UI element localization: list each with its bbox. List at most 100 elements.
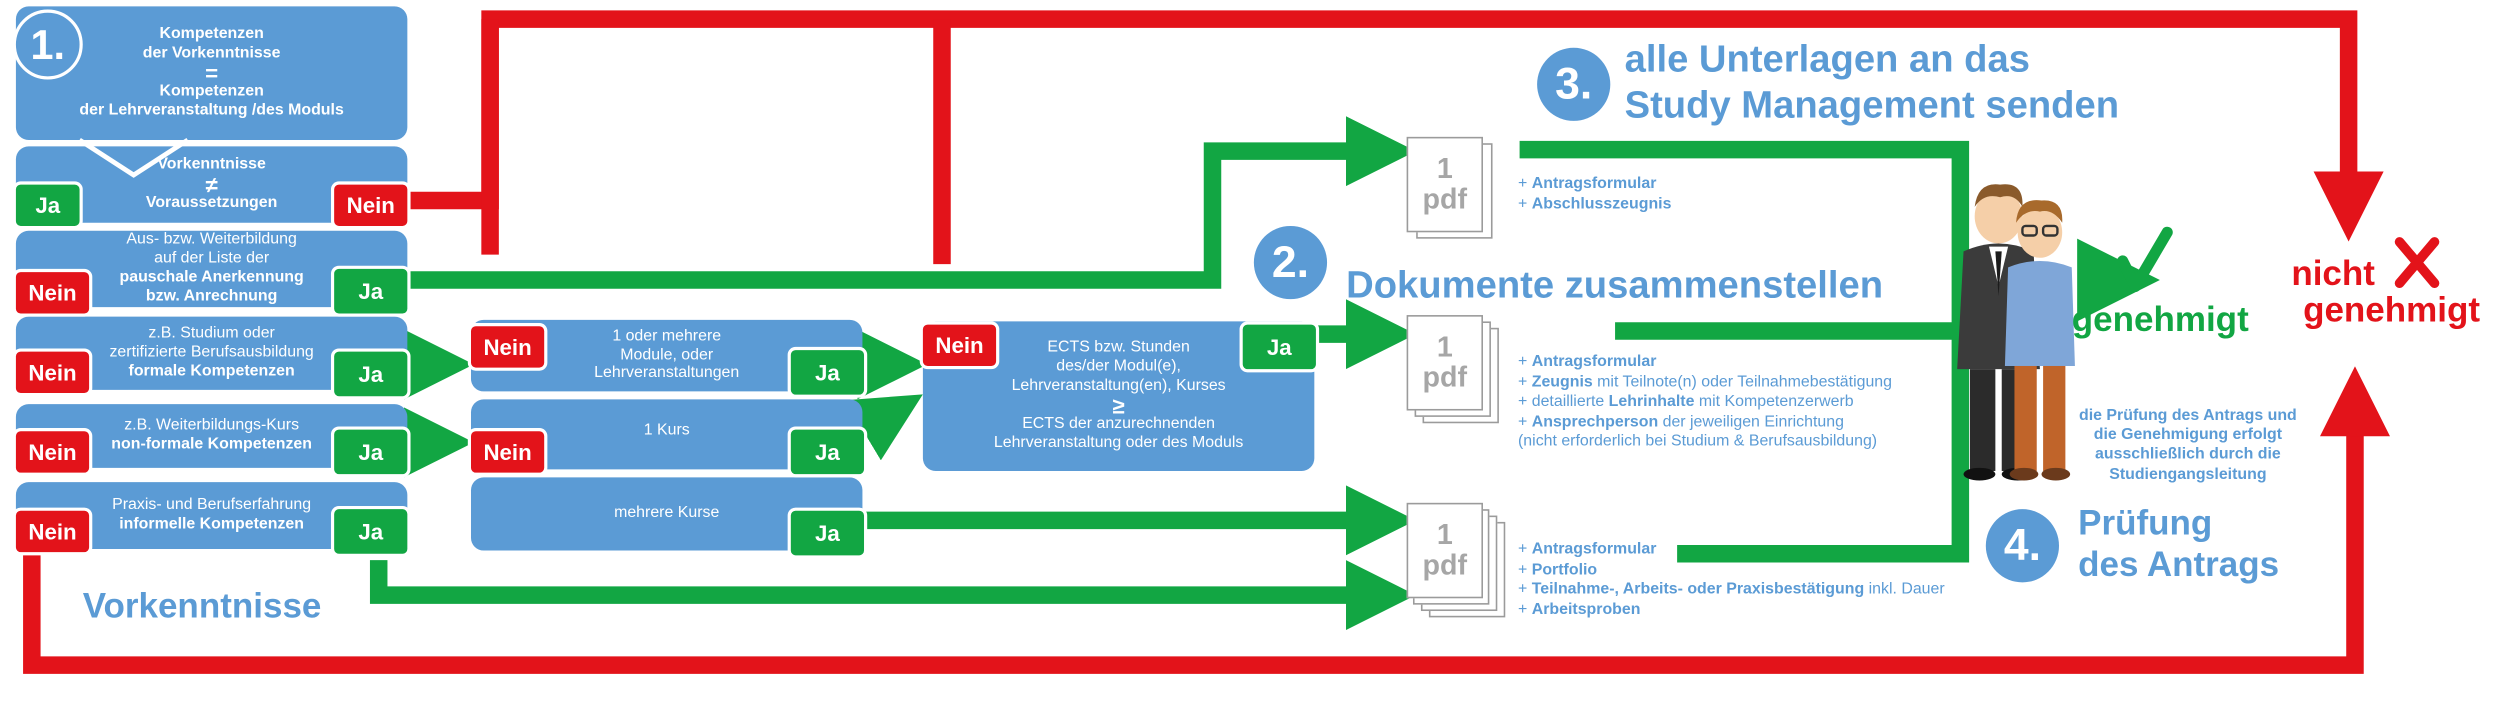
requirement-rest: inkl. Dauer [1864,580,1945,599]
greater-equal-symbol: ≥ [1112,392,1125,418]
pdf-document-1: 1 pdf [1406,136,1496,239]
box-text: z.B. Weiterbildungs-Kurs [124,417,300,435]
green-line-informal [369,560,1416,631]
box-text: Kompetenzen [159,25,264,44]
pdf-number: 1 [1436,152,1453,185]
step-2-badge: 2. [1253,225,1328,300]
box-text: ECTS bzw. Stunden [1047,339,1190,357]
requirement-plus: + [1518,412,1532,431]
step-3-badge: 3. [1537,47,1611,121]
requirement-plus: + [1518,560,1532,579]
requirement-item: + Antragsformular [1518,175,1671,195]
rejected-line: genehmigt [2303,289,2481,330]
green-line-ja-list [410,116,1416,289]
requirement-bold: Antragsformular [1531,541,1657,559]
requirement-bold: Antragsformular [1531,175,1657,193]
requirement-bold: Lehrinhalte [1608,393,1695,411]
step-number: 1. [30,19,65,68]
vorkenntnisse-label: Vorkenntnisse [82,585,322,626]
nein-label-formal: Nein [12,348,93,397]
step-number: 3. [1555,58,1593,109]
ja-label-ects: Ja [1239,321,1320,373]
ja-label-list: Ja [330,265,411,317]
requirement-bold: Arbeitsproben [1531,600,1641,619]
box-text: Vorkenntnisse [157,155,266,174]
box-text: pauschale Anerkennung [119,268,304,287]
box-text: der Vorkenntnisse [142,44,281,62]
doc-3-requirements: + Antragsformular+ Portfolio+ Teilnahme-… [1518,541,1945,621]
pdf-number: 1 [1436,331,1453,363]
requirement-item: + Teilnahme-, Arbeits- oder Praxisbestät… [1518,581,1945,601]
rejected-line: nicht [2291,253,2375,293]
red-line-bottom-loop [23,366,2390,674]
pdf-label: pdf [1422,548,1468,581]
note-line: die Prüfung des Antrags und [2079,407,2297,425]
requirement-bold: Teilnahme-, Arbeits- oder Praxisbestätig… [1531,580,1865,599]
step-4-title-line: des Antrags [2078,544,2280,585]
check-icon [2117,226,2173,292]
requirement-item: (nicht erforderlich bei Studium & Berufs… [1518,433,1892,453]
box-competences-equal: Kompetenzen der Vorkenntnisse = Kompeten… [15,6,408,141]
equals-symbol: = [205,59,219,86]
requirement-plus: + [1518,373,1532,391]
pdf-number: 1 [1436,518,1453,551]
box-text: formale Kompetenzen [128,362,295,381]
requirement-item: + Antragsformular [1518,353,1892,373]
requirement-item: + Arbeitsproben [1518,601,1945,621]
box-text: zertifizierte Berufsausbildung [109,343,314,362]
note-line: ausschließlich durch die [2095,446,2281,464]
box-text: Module, oder [620,346,714,364]
ja-label-one-course: Ja [787,426,868,478]
nein-label-prereq: Nein [330,181,411,230]
nein-label-list: Nein [12,268,93,317]
box-text: informelle Kompetenzen [119,515,305,534]
requirement-bold: Ansprechperson [1531,412,1659,431]
box-text: bzw. Anrechnung [145,287,278,306]
pdf-document-2: 1 pdf [1406,315,1502,426]
requirement-pre: detaillierte [1531,393,1609,411]
requirement-rest: (nicht erforderlich bei Studium & Berufs… [1518,432,1878,451]
requirement-bold: Portfolio [1531,560,1598,579]
requirement-plus: + [1518,175,1532,193]
ja-label-nonformal: Ja [330,426,411,478]
green-line-course [844,394,923,461]
nein-label-informal: Nein [12,507,93,556]
box-text: 1 Kurs [643,421,690,440]
note-line: Studiengangsleitung [2109,465,2267,484]
box-text: z.B. Studium oder [148,325,275,343]
requirement-rest: mit Kompetenzerwerb [1694,393,1854,411]
requirement-rest: der jeweiligen Einrichtung [1658,412,1844,431]
requirement-bold: Zeugnis [1531,373,1593,391]
box-text: mehrere Kurse [614,504,720,523]
requirement-item: + detaillierte Lehrinhalte mit Kompetenz… [1518,393,1892,413]
step-number: 2. [1271,237,1310,287]
nein-label-nonformal: Nein [12,428,93,476]
rejected-label: nicht genehmigt [2291,253,2491,330]
box-text: Kompetenzen [159,83,264,101]
ja-label-prereq: Ja [12,181,83,230]
step-number: 4. [2003,520,2041,570]
box-text: Lehrveranstaltung oder des Moduls [993,434,1244,452]
box-text: des/der Modul(e), [1056,358,1181,376]
requirement-plus: + [1518,393,1532,411]
box-text: Lehrveranstaltung(en), Kurses [1011,376,1226,395]
requirement-plus: + [1518,600,1532,619]
pdf-label: pdf [1422,182,1468,215]
ja-label-modules: Ja [787,346,868,398]
requirement-plus: + [1518,541,1532,559]
requirement-plus: + [1518,353,1532,371]
step-4-badge: 4. [1985,509,2060,583]
nein-label-one-course: Nein [467,428,548,476]
requirement-rest: mit Teilnote(n) oder Teilnahmebestätigun… [1592,373,1893,391]
box-text: 1 oder mehrere [612,327,722,345]
step-3-title-line: alle Unterlagen an das [1624,38,2030,82]
cross-icon [2394,237,2440,289]
box-text: Voraussetzungen [145,194,278,213]
approved-label: genehmigt [2071,299,2249,339]
requirement-item: + Portfolio [1518,561,1945,581]
step-2-title: Dokumente zusammenstellen [1346,264,1884,308]
box-text: Aus- bzw. Weiterbildung [126,231,297,249]
